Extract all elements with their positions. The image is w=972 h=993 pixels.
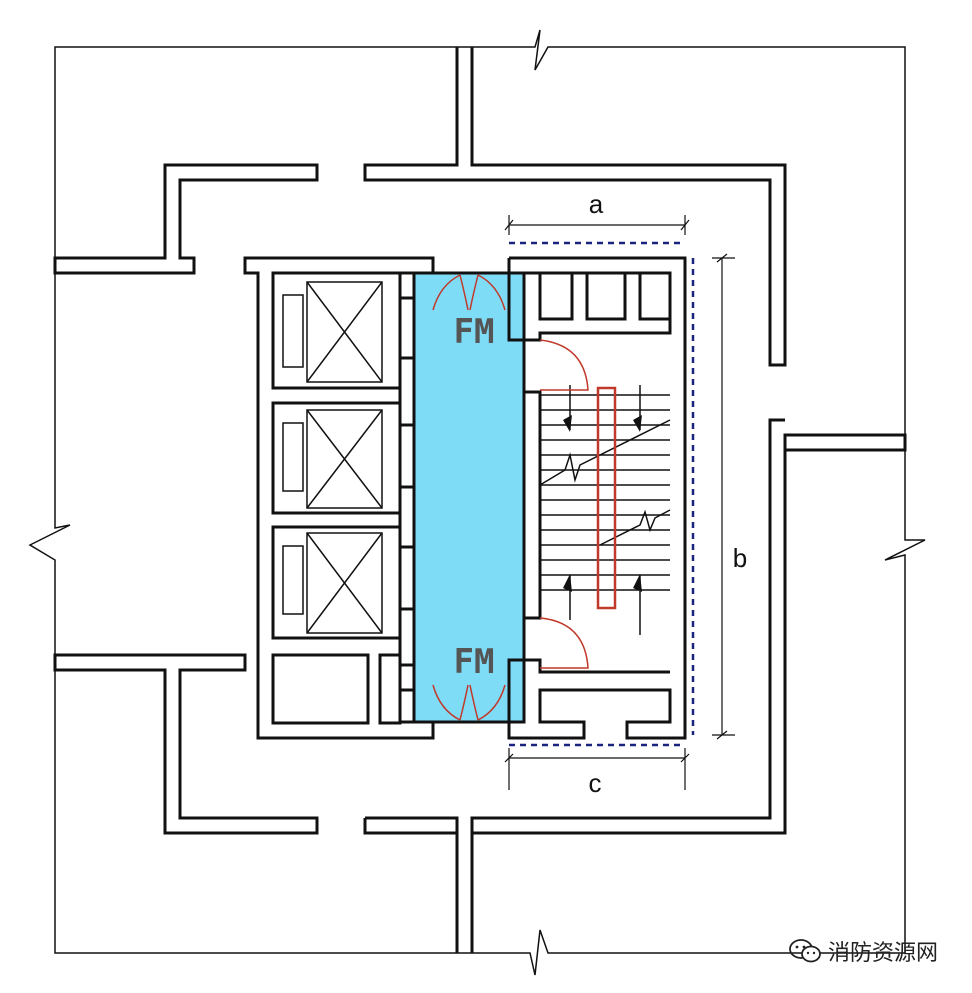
dimension-label-b: b [733,543,747,573]
stair-railing [596,386,617,610]
elevator-shaft-3 [271,525,402,640]
watermark-text: 消防资源网 [827,941,938,966]
outer-walls [28,29,926,976]
wechat-icon [789,939,821,963]
fm-label-bottom: FM [454,642,495,682]
door-swings [432,274,589,721]
dimension-label-c: c [589,768,602,798]
dimension-lines [504,215,735,790]
fm-label-top: FM [454,312,495,352]
dimension-label-a: a [589,189,604,219]
elevator-shaft-1 [271,271,402,390]
stair-enclosure [507,256,687,740]
elevator-shaft-2 [271,401,402,515]
elevator-shafts [271,271,416,725]
core-walls [53,47,907,953]
fire-elevator-lobby [414,273,524,722]
watermark: 消防资源网 [788,935,938,967]
